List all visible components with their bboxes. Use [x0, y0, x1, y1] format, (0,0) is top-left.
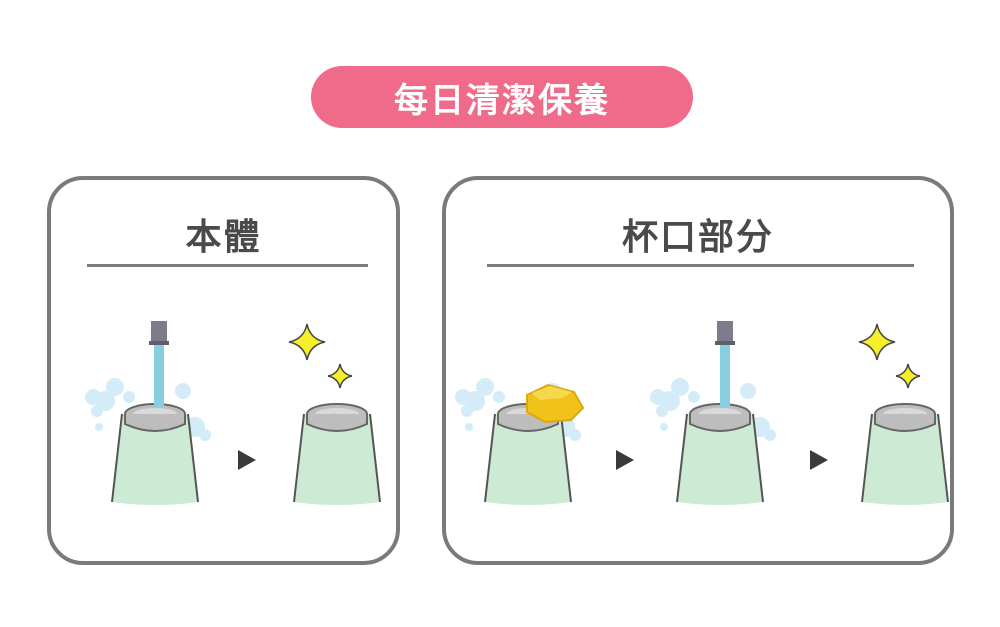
sparkle-icon — [895, 363, 921, 389]
play-arrow-icon — [616, 450, 634, 470]
panel-title-body: 本體 — [185, 217, 262, 258]
cup-icon — [676, 403, 764, 506]
sponge-cup-illustration — [455, 378, 585, 506]
panel-divider — [87, 264, 368, 267]
rinse-cup-illustration — [85, 321, 211, 506]
play-arrow-icon — [810, 450, 828, 470]
panel-title-rim: 杯口部分 — [621, 217, 774, 258]
cup-icon — [111, 403, 199, 506]
play-arrow-icon — [238, 450, 256, 470]
page-title: 每日清潔保養 — [394, 80, 610, 121]
faucet-water-icon — [715, 321, 735, 407]
rinse-cup-illustration — [650, 321, 776, 506]
cup-icon — [861, 403, 949, 506]
sparkle-icon — [288, 323, 326, 361]
sponge-icon — [526, 383, 585, 424]
panel-divider — [487, 264, 914, 267]
faucet-water-icon — [149, 321, 169, 407]
clean-cup-illustration — [858, 323, 949, 506]
clean-cup-illustration — [288, 323, 381, 506]
title-banner: 每日清潔保養 — [311, 66, 693, 128]
sparkle-icon — [858, 323, 896, 361]
cup-icon — [293, 403, 381, 506]
sparkle-icon — [327, 363, 353, 389]
